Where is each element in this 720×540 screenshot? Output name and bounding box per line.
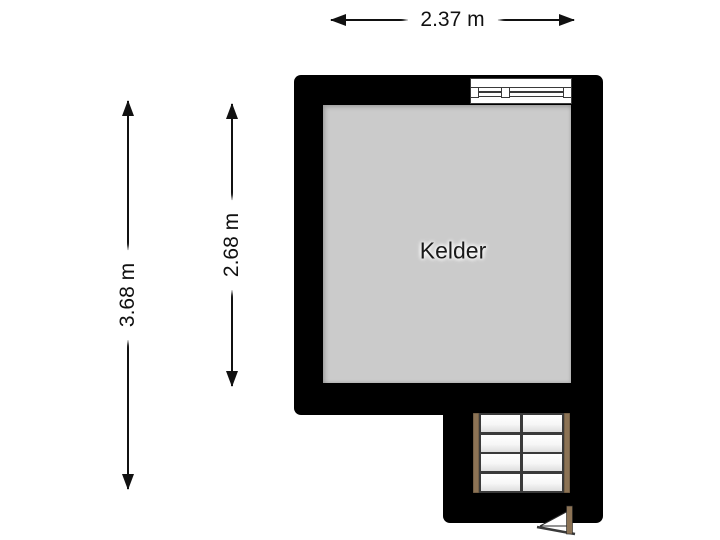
stair-stringer-right — [564, 413, 570, 493]
stair-tread — [522, 415, 562, 433]
dimension-label-height-room: 2.68 m — [216, 199, 248, 291]
dimension-label-height-total: 3.68 m — [112, 249, 144, 341]
arrowhead-up-icon — [226, 103, 238, 119]
arrowhead-up-icon — [122, 100, 134, 116]
window-mullion-left — [470, 86, 479, 98]
window-glass-line — [470, 91, 572, 93]
stair-tread — [481, 454, 521, 472]
window-mullion-right — [563, 86, 572, 98]
dimension-label-width: 2.37 m — [407, 4, 498, 36]
arrowhead-down-icon — [122, 474, 134, 490]
stair-tread — [481, 415, 521, 433]
stair-stringer-left — [473, 413, 479, 493]
stair-tread — [481, 473, 521, 491]
window-icon — [470, 78, 572, 104]
stair-exit-icon — [536, 505, 576, 536]
stairs-icon — [473, 413, 570, 493]
stair-tread — [481, 434, 521, 452]
arrowhead-down-icon — [226, 371, 238, 387]
stair-treads-grid — [479, 413, 564, 493]
stair-exit-stringer — [566, 505, 573, 535]
stair-exit-wedge — [539, 510, 569, 527]
stair-tread — [522, 434, 562, 452]
room-label: Kelder — [419, 237, 487, 264]
room-floor: Kelder — [323, 105, 571, 383]
arrowhead-left-icon — [330, 14, 346, 26]
stair-tread — [522, 473, 562, 491]
window-glazing-band — [470, 86, 572, 98]
window-mullion-center — [501, 86, 510, 98]
stair-tread — [522, 454, 562, 472]
arrowhead-right-icon — [559, 14, 575, 26]
